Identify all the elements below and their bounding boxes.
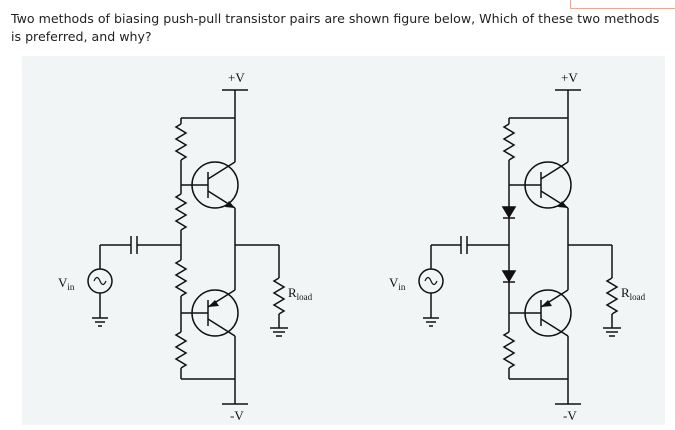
right-minus-v-label: -V bbox=[563, 408, 577, 423]
bias-diode-top bbox=[501, 206, 517, 219]
right-rload-label: Rload bbox=[621, 285, 646, 302]
bias-resistor-bottom bbox=[174, 331, 188, 369]
bias-diode-bottom bbox=[501, 270, 517, 283]
right-vin-label: Vin bbox=[389, 275, 406, 292]
left-plus-v-label: +V bbox=[228, 70, 245, 85]
left-vin-label: Vin bbox=[58, 275, 75, 292]
left-circuit-resistor-biasing bbox=[87, 89, 288, 405]
bias-resistor-top bbox=[502, 123, 516, 161]
load-resistor bbox=[605, 277, 619, 315]
right-plus-v-label: +V bbox=[561, 70, 578, 85]
circuit-figure-panel: +V -V Vin Rload bbox=[22, 56, 665, 425]
bias-resistor-top bbox=[174, 123, 188, 161]
circuit-diagram: +V -V Vin Rload bbox=[58, 70, 646, 423]
right-circuit-diode-biasing bbox=[418, 89, 621, 405]
question-text: Two methods of biasing push-pull transis… bbox=[11, 11, 660, 44]
bias-resistor-bottom bbox=[502, 331, 516, 369]
left-minus-v-label: -V bbox=[230, 408, 244, 423]
corner-decoration bbox=[570, 0, 675, 9]
left-rload-label: Rload bbox=[288, 285, 313, 302]
load-resistor bbox=[272, 277, 286, 315]
bias-resistor-lower-mid bbox=[174, 259, 188, 297]
bias-resistor-upper-mid bbox=[174, 193, 188, 231]
